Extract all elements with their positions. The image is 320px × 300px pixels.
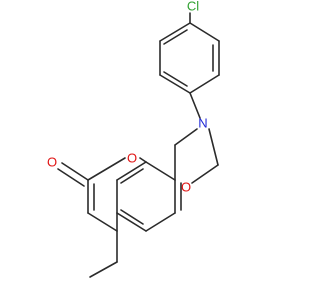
- bond: [174, 128, 198, 146]
- bond-group: [57, 12, 220, 278]
- bond: [120, 168, 144, 184]
- bond: [87, 212, 118, 232]
- oxazine-oxygen-atom-label: O: [181, 179, 191, 194]
- nitrogen-atom-label: N: [198, 115, 207, 130]
- bond: [163, 29, 188, 45]
- bond: [189, 92, 201, 119]
- bond: [145, 161, 176, 181]
- bond: [120, 209, 144, 225]
- bond: [159, 22, 191, 42]
- atom-label-group: Cl N O O O: [47, 0, 208, 194]
- carbonyl-oxygen-atom-label: O: [47, 154, 57, 169]
- bond: [189, 74, 220, 94]
- bond: [57, 168, 85, 187]
- bond: [116, 161, 147, 181]
- molecule-structure-svg: Cl N O O O: [47, 0, 220, 278]
- molecule-diagram: Cl N O O O: [46, 0, 220, 278]
- bond: [116, 212, 147, 232]
- bond: [189, 22, 220, 42]
- bond: [163, 71, 188, 87]
- bond: [208, 128, 219, 166]
- bond: [61, 162, 89, 181]
- lactone-oxygen-atom-label: O: [127, 150, 137, 165]
- bond: [145, 212, 176, 232]
- bond: [89, 261, 118, 278]
- chlorine-atom-label: Cl: [187, 0, 199, 13]
- bond: [139, 157, 147, 163]
- bond: [159, 74, 191, 94]
- bond: [87, 157, 126, 181]
- bond: [191, 164, 219, 184]
